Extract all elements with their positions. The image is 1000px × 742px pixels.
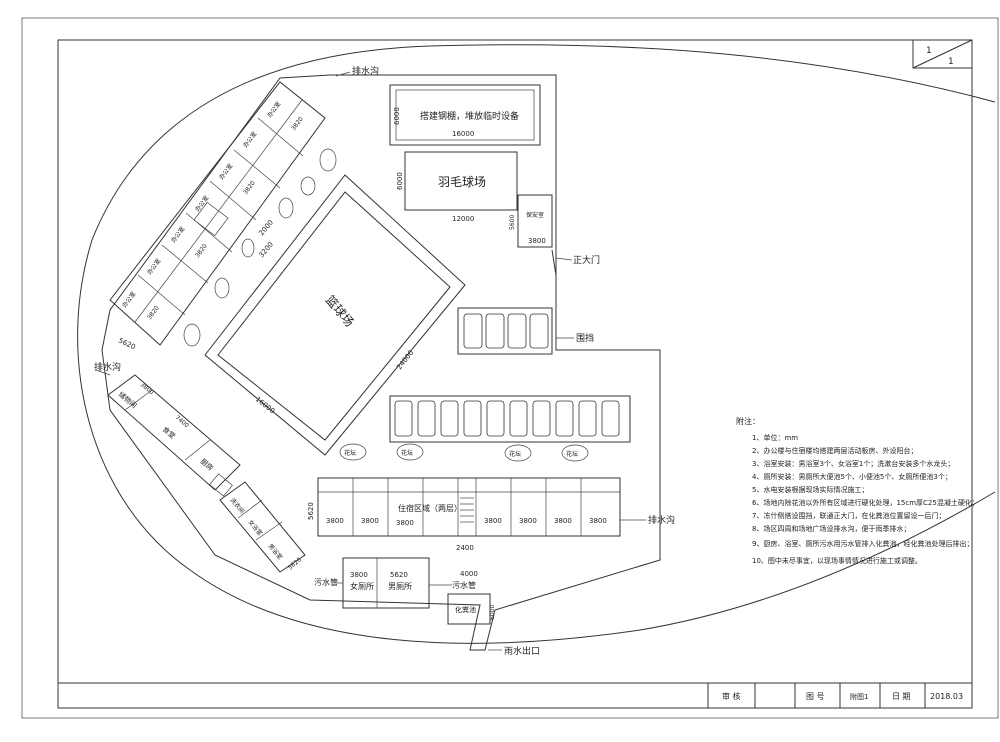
garden-label-4: 花坛 — [566, 450, 578, 458]
main-gate-label: 正大门 — [573, 254, 600, 266]
office-dim-3: 3820 — [242, 180, 257, 197]
dim-5620-dorm: 5620 — [307, 502, 315, 520]
dorm-room-6: 3800 — [554, 517, 572, 525]
women-wc-label: 女厕所 — [350, 581, 374, 591]
note-3: 3、浴室安装：男浴室3个、女浴室1个；洗漱台安装多个水龙头； — [752, 459, 954, 468]
dorm-room-4: 3800 — [484, 517, 502, 525]
note-7: 7、冻什侧搭设围挡，联通正大门，在化粪池位置留设一后门； — [752, 511, 945, 520]
drain-left-label: 排水沟 — [94, 361, 121, 373]
note-5: 5、水电安装根据现场实际情况施工； — [752, 485, 868, 494]
dim-5620-toilet: 5620 — [390, 571, 408, 579]
review-label: 审 核 — [722, 691, 741, 701]
sheet-number-top: 1 — [926, 46, 932, 56]
note-9: 9、厨房、浴室、厕所污水用污水管排入化粪池，经化粪池处理后排出； — [752, 539, 973, 548]
dim-7400: 7400 — [174, 414, 190, 429]
guard-room: 保安室 5600 3800 — [509, 194, 553, 248]
drawing-no-label: 图 号 — [806, 692, 825, 701]
dorm-room-3: 3800 — [396, 519, 414, 527]
sewage-right-label: 污水管 — [452, 580, 476, 590]
parking-area-large — [389, 395, 631, 443]
dorm-room-1: 3800 — [326, 517, 344, 525]
office-room-6: 办公室 — [241, 130, 258, 149]
office-room-3: 办公室 — [169, 225, 186, 244]
office-building: 办公室 办公室 办公室 办公室 办公室 办公室 办公室 3820 3820 38… — [109, 81, 326, 346]
dim-12000-badminton: 12000 — [452, 215, 474, 223]
basketball-label: 篮球场 — [323, 292, 358, 329]
steel-shed-area: 搭建钢棚，堆放临时设备 6000 16000 — [389, 84, 541, 146]
note-10: 10、图中未尽事宜，以现场事情情况进行施工或调整。 — [752, 556, 922, 565]
dim-3200: 3200 — [257, 240, 275, 259]
drain-right-label: 排水沟 — [648, 514, 675, 526]
laundry-label: 洗衣间 — [228, 496, 246, 515]
date-label: 日 期 — [892, 692, 911, 701]
parking-area-small — [457, 307, 553, 355]
office-room-7: 办公室 — [265, 100, 282, 119]
dim-6000-septic: 6000 — [489, 605, 496, 620]
dim-24000: 24000 — [395, 349, 415, 371]
notes-title: 附注： — [736, 416, 760, 426]
note-2: 2、办公楼与住宿楼均搭建两层活动板房、外设阳台； — [752, 446, 917, 455]
note-8: 8、场区四周和场地广场设排水沟，便于雨季排水； — [752, 524, 910, 533]
badminton-court: 羽毛球场 6000 12000 — [396, 151, 518, 223]
dormitory-building: 住宿区域（两层） 3800 3800 3800 3800 3800 3800 3… — [307, 477, 621, 552]
septic-tank: 化粪池 4000 6000 — [447, 570, 496, 625]
storage-label: 储物间 — [117, 390, 139, 410]
office-dim-2: 3820 — [194, 243, 209, 260]
note-1: 1、单位：mm — [752, 433, 798, 442]
office-room-5: 办公室 — [217, 162, 234, 181]
dim-5600-guard: 5600 — [509, 215, 516, 230]
date-value: 2018.03 — [930, 692, 963, 701]
guard-room-label: 保安室 — [526, 211, 544, 219]
kitchen-label: 厨房 — [199, 457, 216, 473]
badminton-label: 羽毛球场 — [438, 175, 486, 189]
note-4: 4、厕所安装：男厕所大便池5个、小便池5个、女厕所便池3个； — [752, 472, 952, 481]
office-room-2: 办公室 — [145, 257, 162, 276]
dim-5620-office: 5620 — [117, 337, 137, 352]
dorm-room-7: 3800 — [589, 517, 607, 525]
drawing-frame — [57, 39, 973, 709]
dim-2000: 2000 — [257, 218, 275, 237]
garden-label-2: 花坛 — [401, 449, 413, 457]
outer-frame — [21, 17, 999, 719]
note-6: 6、场地内除花池以外所有区域进行硬化处理，15cm厚C25混凝土硬化； — [752, 498, 979, 507]
dim-4000: 4000 — [460, 570, 478, 578]
office-room-4: 办公室 — [193, 194, 210, 213]
drawing-no-value: 附图1 — [850, 692, 868, 701]
dorm-room-2: 3800 — [361, 517, 379, 525]
canteen-label: 食堂 — [161, 425, 178, 441]
site-boundary — [77, 44, 996, 644]
dim-3800-guard: 3800 — [528, 237, 546, 245]
notes-section: 附注： 1、单位：mm 2、办公楼与住宿楼均搭建两层活动板房、外设阳台； 3、浴… — [736, 416, 979, 565]
garden-label-1: 花坛 — [344, 449, 356, 457]
title-block: 审 核 图 号 附图1 日 期 2018.03 — [58, 682, 972, 708]
canteen-block: 储物间 食堂 厨房 3800 7400 — [107, 374, 241, 497]
dorm-label: 住宿区域（两层） — [398, 503, 462, 513]
dim-16000-steel: 16000 — [452, 130, 474, 138]
drain-top-label: 排水沟 — [352, 65, 379, 77]
dorm-room-5: 3800 — [519, 517, 537, 525]
dim-6000-steel: 6000 — [393, 107, 401, 125]
men-wc-label: 男厕所 — [388, 581, 412, 591]
dim-6000-badminton: 6000 — [396, 172, 404, 190]
sheet-number-box: 1 1 — [912, 39, 973, 69]
septic-label: 化粪池 — [455, 605, 476, 614]
office-dim-4: 3820 — [290, 116, 305, 133]
garden-beds — [183, 148, 589, 462]
sewage-left-label: 污水管 — [314, 577, 338, 587]
toilet-block: 3800 5620 女厕所 男厕所 — [342, 557, 430, 609]
construction-boundary — [101, 74, 661, 651]
rain-outlet-label: 雨水出口 — [504, 645, 540, 657]
sheet-number-bottom: 1 — [948, 57, 954, 67]
steel-shed-label: 搭建钢棚，堆放临时设备 — [420, 110, 519, 122]
office-dim-1: 3820 — [146, 305, 161, 322]
dim-2400: 2400 — [456, 544, 474, 552]
bath-block: 洗衣间 女浴室 男浴室 5620 — [219, 481, 306, 573]
fence-label: 围挡 — [576, 332, 594, 344]
dim-3800-toilet: 3800 — [350, 571, 368, 579]
garden-label-3: 花坛 — [509, 450, 521, 458]
